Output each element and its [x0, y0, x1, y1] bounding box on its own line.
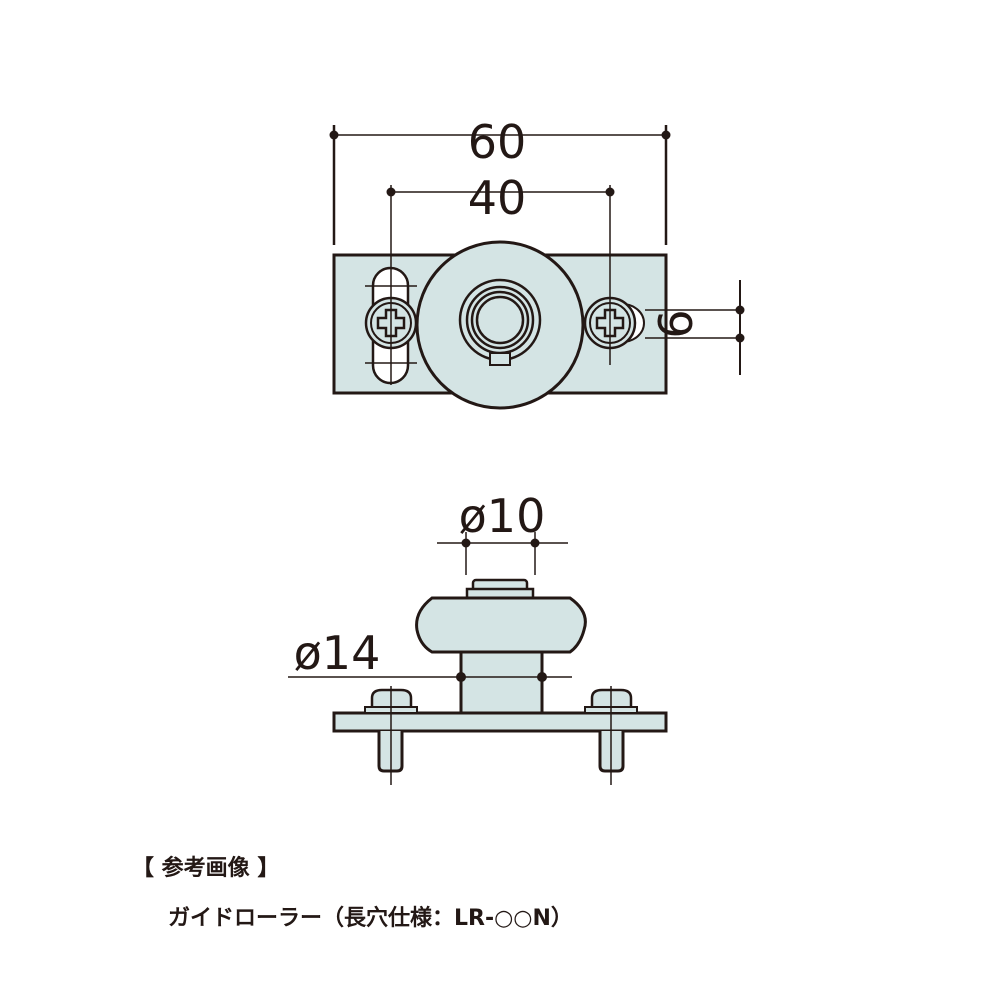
side-view: [288, 532, 668, 785]
caption-heading: 【 参考画像 】: [132, 856, 280, 881]
dim-60-label: 60: [468, 115, 527, 169]
dim-6-label: 6: [649, 309, 703, 338]
top-dimensions: [332, 125, 741, 385]
dim-d10-label: ø10: [459, 489, 546, 543]
retaining-ring-tab: [489, 352, 511, 366]
base-plate-side: [332, 711, 668, 733]
roller-shaft: [459, 650, 544, 715]
dim-d14-label: ø14: [294, 626, 381, 680]
caption-product-name: ガイドローラー（長穴仕様：LR-○○N）: [168, 906, 573, 931]
roller-body: [415, 596, 587, 654]
dim-40-label: 40: [468, 171, 527, 225]
top-view: [329, 125, 745, 410]
